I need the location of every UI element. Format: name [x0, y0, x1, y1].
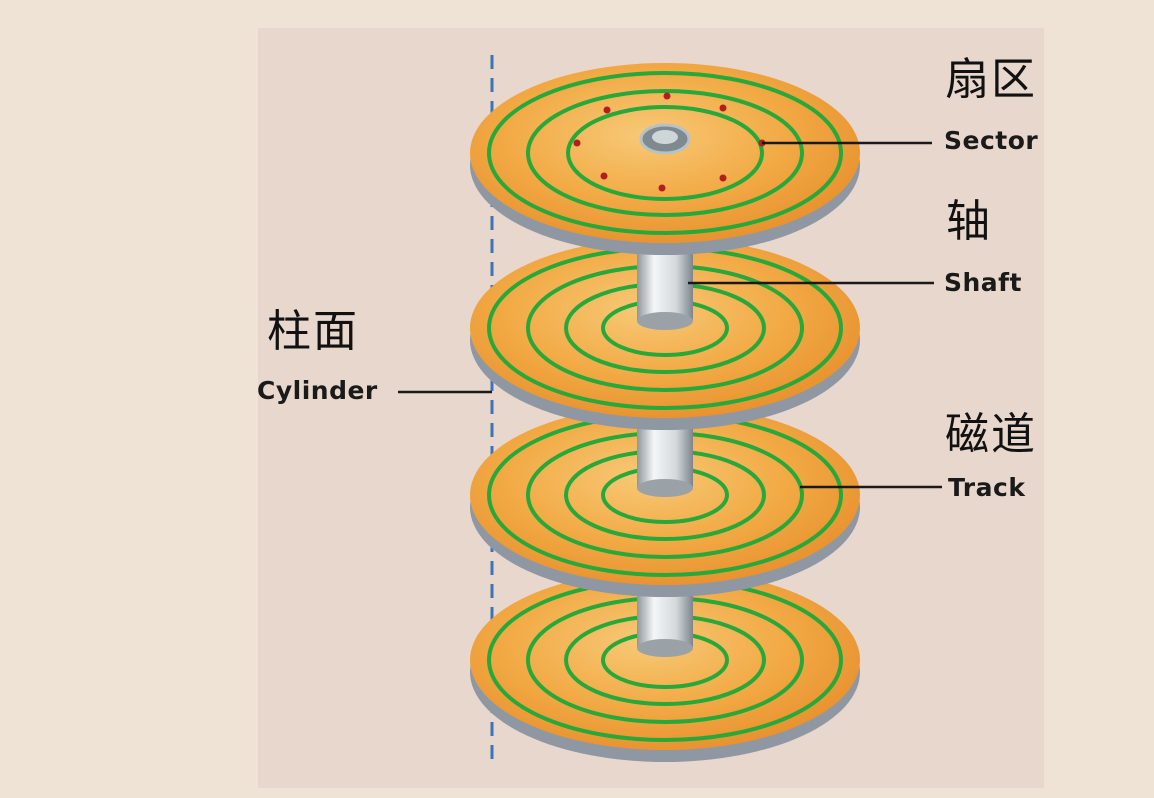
shaft-label-cn: 轴 — [946, 196, 992, 247]
cylinder-label-cn: 柱面 — [267, 306, 359, 357]
track-label-en: Track — [948, 473, 1026, 502]
platter-4 — [470, 570, 860, 762]
track-label-cn: 磁道 — [945, 409, 1037, 460]
sector-dots — [573, 92, 766, 192]
shaft-label-en: Shaft — [944, 268, 1023, 297]
platter-1 — [470, 63, 860, 255]
cylinder-label-en: Cylinder — [257, 376, 378, 405]
sector-label-en: Sector — [944, 126, 1039, 155]
sector-label-cn: 扇区 — [945, 54, 1037, 105]
